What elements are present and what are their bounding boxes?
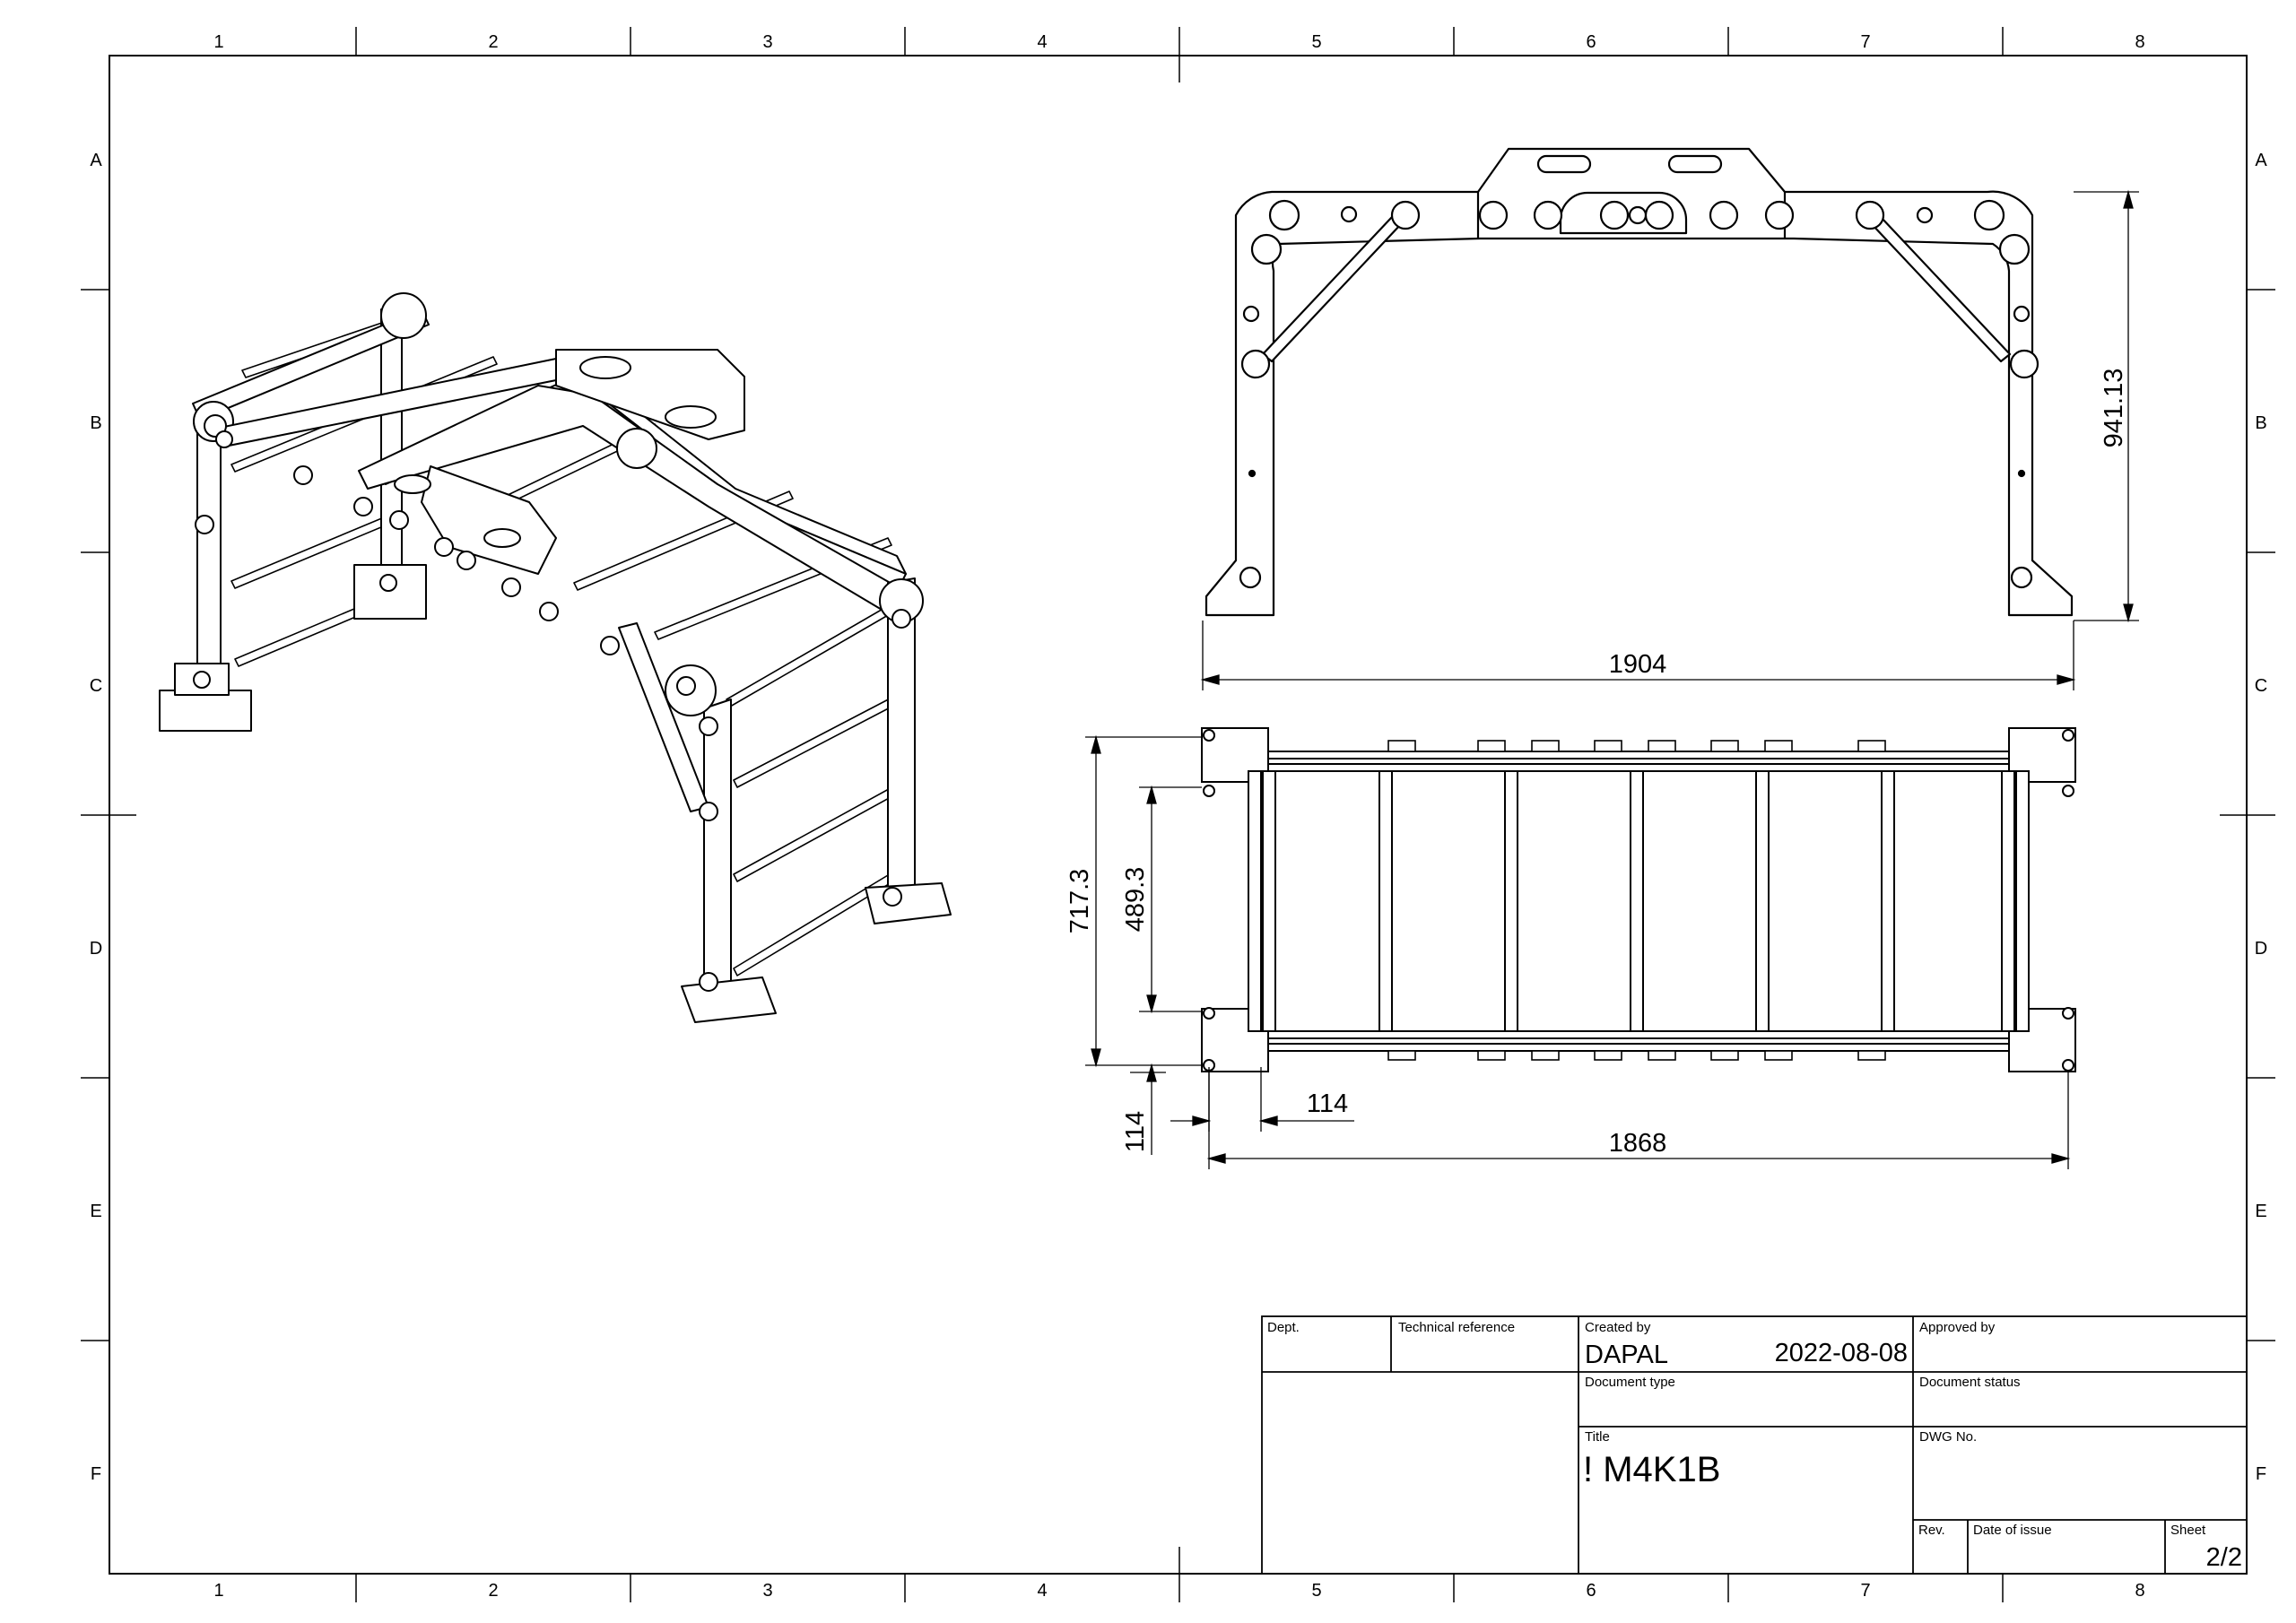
tb-sheet-value: 2/2 — [2206, 1543, 2242, 1572]
zone-col-top-4: 4 — [1037, 32, 1047, 52]
zone-col-bottom-4: 4 — [1037, 1581, 1047, 1601]
dim-width-1904: 1904 — [1609, 650, 1667, 679]
zone-col-top-3: 3 — [762, 32, 772, 52]
zone-row-right-c: C — [2255, 676, 2267, 696]
zone-col-bottom-6: 6 — [1586, 1581, 1596, 1601]
iso-knobs — [195, 414, 911, 821]
zone-col-bottom-8: 8 — [2135, 1581, 2144, 1601]
zone-row-right-e: E — [2255, 1202, 2266, 1221]
tb-sheet-label: Sheet — [2170, 1523, 2206, 1538]
dimensions — [1085, 189, 2139, 1169]
tb-created-by-value: DAPAL — [1585, 1341, 1668, 1369]
dim-width-1868: 1868 — [1609, 1129, 1667, 1158]
top-tabs — [1387, 740, 1886, 1061]
zone-row-left-b: B — [90, 413, 101, 433]
zone-row-right-f: F — [2256, 1464, 2266, 1484]
dim-depth-489: 489.3 — [1121, 867, 1150, 933]
dim-depth-717: 717.3 — [1065, 869, 1094, 934]
dim-offset-114-horizontal: 114 — [1307, 1089, 1348, 1118]
zone-row-right-a: A — [2255, 151, 2267, 170]
tb-doc-status-label: Document status — [1919, 1375, 2021, 1390]
top-rungs — [1248, 770, 2030, 1032]
tb-created-date: 2022-08-08 — [1775, 1339, 1908, 1367]
drawing-frame: 1 2 3 4 5 6 7 8 1 2 3 4 5 6 7 8 A B C D … — [81, 27, 2275, 1602]
tb-tech-ref-label: Technical reference — [1398, 1320, 1515, 1335]
zone-col-bottom-3: 3 — [762, 1581, 772, 1601]
iso-right-legs — [618, 577, 952, 1023]
zone-col-bottom-7: 7 — [1860, 1581, 1870, 1601]
zone-col-top-2: 2 — [488, 32, 498, 52]
dim-height-941: 941.13 — [2100, 369, 2128, 448]
dim-offset-114-vertical: 114 — [1121, 1111, 1150, 1152]
zone-col-top-5: 5 — [1311, 32, 1321, 52]
tb-title-label: Title — [1585, 1429, 1610, 1445]
zone-col-bottom-5: 5 — [1311, 1581, 1321, 1601]
tb-approved-by-label: Approved by — [1919, 1320, 1996, 1335]
tb-doc-type-label: Document type — [1585, 1375, 1675, 1390]
tb-date-of-issue-label: Date of issue — [1973, 1523, 2052, 1538]
zone-col-top-7: 7 — [1860, 32, 1870, 52]
zone-col-top-6: 6 — [1586, 32, 1596, 52]
zone-col-bottom-2: 2 — [488, 1581, 498, 1601]
zone-col-top-1: 1 — [213, 32, 223, 52]
tb-rev-label: Rev. — [1918, 1523, 1945, 1538]
isometric-view — [159, 292, 952, 1023]
dimension-labels: 941.13 1904 717.3 489.3 114 114 1868 — [1065, 369, 2128, 1158]
zone-row-left-e: E — [90, 1202, 101, 1221]
zone-row-left-d: D — [90, 939, 102, 959]
zone-row-left-a: A — [90, 151, 102, 170]
zone-row-left-c: C — [90, 676, 102, 696]
zone-col-bottom-1: 1 — [213, 1581, 223, 1601]
tb-dwg-no-label: DWG No. — [1919, 1429, 1977, 1445]
zone-row-left-f: F — [91, 1464, 101, 1484]
tb-title-value: ! M4K1B — [1583, 1450, 1720, 1489]
zone-col-top-8: 8 — [2135, 32, 2144, 52]
front-view — [1205, 147, 2074, 617]
top-view — [1201, 727, 2076, 1072]
tb-dept-label: Dept. — [1267, 1320, 1300, 1335]
zone-row-right-d: D — [2255, 939, 2267, 959]
title-block: Dept. Technical reference Created by DAP… — [1261, 1315, 2248, 1575]
tb-created-by-label: Created by — [1585, 1320, 1651, 1335]
front-knobs — [1239, 199, 2039, 589]
zone-row-right-b: B — [2255, 413, 2266, 433]
